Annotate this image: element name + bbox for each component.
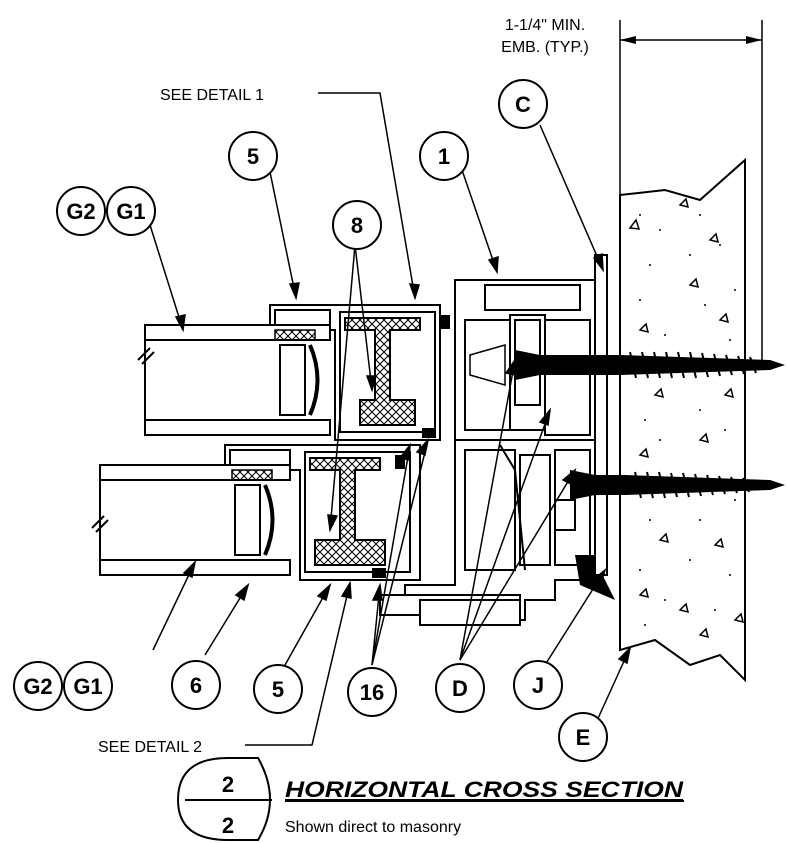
callout-bubble-labels: G2 G1 5 8 1 C G2 G1 6 5 16 D J E bbox=[23, 92, 590, 750]
bubble-j: J bbox=[532, 673, 544, 698]
bubble-8: 8 bbox=[351, 213, 363, 238]
bubble-16: 16 bbox=[360, 680, 384, 705]
bubble-d: D bbox=[452, 676, 468, 701]
bubble-6: 6 bbox=[190, 673, 202, 698]
callout-bubbles bbox=[13, 79, 608, 762]
bubble-e: E bbox=[576, 725, 591, 750]
bubble-5-bottom: 5 bbox=[272, 677, 284, 702]
section-title: HORIZONTAL CROSS SECTION bbox=[285, 777, 684, 802]
bubble-1: 1 bbox=[438, 144, 450, 169]
bubble-g1-bottom: G1 bbox=[73, 674, 102, 699]
embedment-note-line2: EMB. (TYP.) bbox=[501, 39, 589, 56]
detail-number: 2 bbox=[222, 772, 234, 797]
bubble-5-top: 5 bbox=[247, 144, 259, 169]
see-detail-1-note: SEE DETAIL 1 bbox=[160, 87, 264, 104]
masonry-screws bbox=[469, 344, 785, 500]
leader-lines bbox=[149, 92, 632, 746]
embedment-dimension bbox=[619, 20, 763, 370]
see-detail-2-note: SEE DETAIL 2 bbox=[98, 739, 202, 756]
bubble-c: C bbox=[515, 92, 531, 117]
sheet-number: 2 bbox=[222, 813, 234, 838]
title-block: 2 2 HORIZONTAL CROSS SECTION Shown direc… bbox=[176, 757, 684, 841]
masonry-wall bbox=[619, 157, 746, 683]
bubble-g2-bottom: G2 bbox=[23, 674, 52, 699]
bubble-g2-top: G2 bbox=[66, 199, 95, 224]
section-subtitle: Shown direct to masonry bbox=[285, 819, 461, 836]
bubble-g1-top: G1 bbox=[116, 199, 145, 224]
glazing-units bbox=[91, 324, 331, 576]
embedment-note-line1: 1-1/4" MIN. bbox=[505, 17, 585, 34]
